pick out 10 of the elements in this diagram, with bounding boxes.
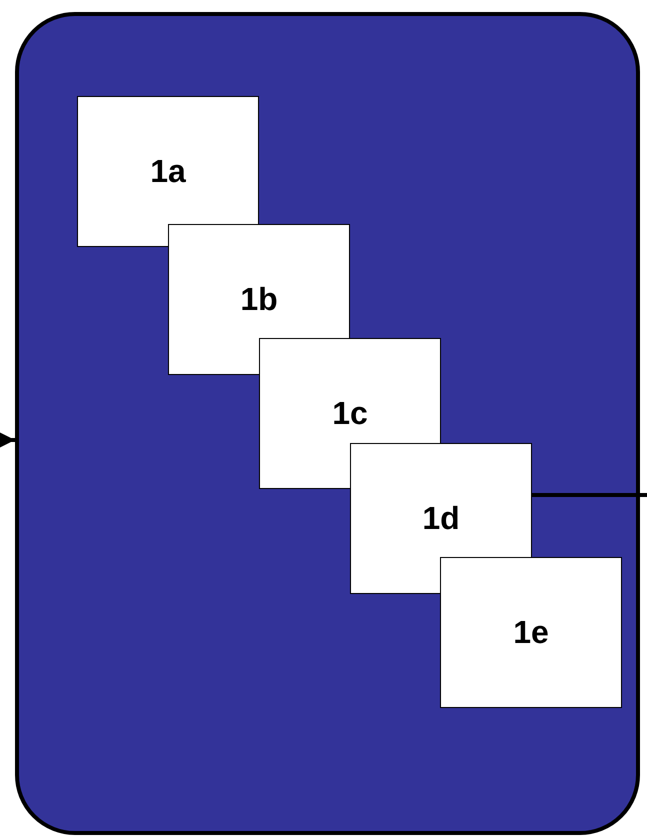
step-label: 1d [422,500,460,537]
step-box [440,557,622,708]
step-label: 1a [150,153,186,190]
step-label: 1b [240,281,278,318]
container-panel [15,12,640,835]
connector-line [532,493,647,497]
arrow [0,430,15,450]
step-label: 1c [332,395,368,432]
step-label: 1e [513,614,549,651]
step-box [77,96,259,247]
